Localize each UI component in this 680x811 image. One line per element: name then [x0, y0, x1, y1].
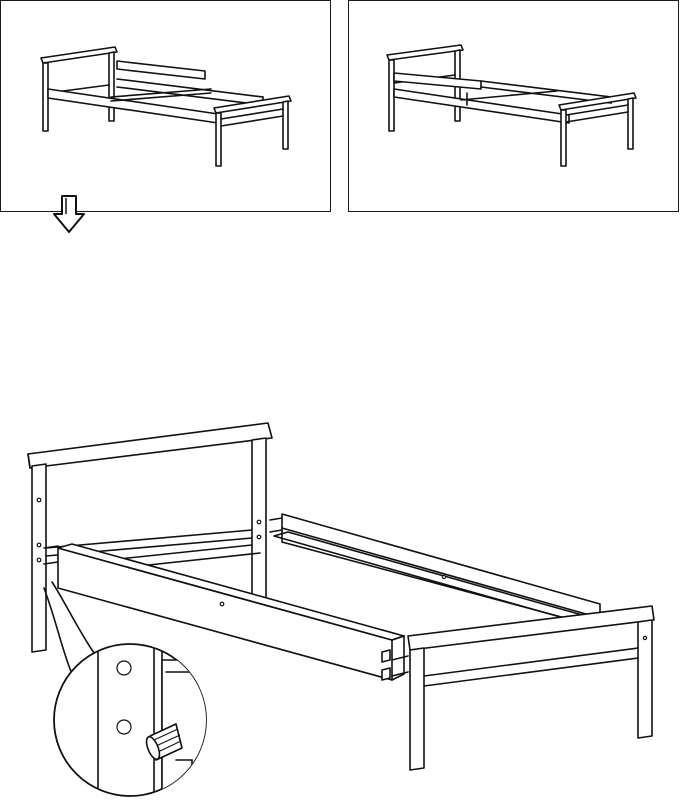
headboard-top-rail: [27, 422, 273, 469]
dowel-detail-callout: [53, 643, 207, 797]
footboard-left-post: [409, 647, 425, 771]
footboard-right-post: [637, 619, 653, 739]
footboard-top-rail: [407, 605, 655, 651]
down-arrow-icon: [53, 195, 85, 233]
bed-before-illustration: [40, 46, 292, 167]
bed-after-illustration: [386, 44, 637, 167]
overview-panel-before: [0, 0, 331, 212]
wooden-dowel-icon: [145, 723, 183, 761]
far-side-rail: [281, 513, 601, 619]
overview-panel-after: [348, 0, 679, 212]
